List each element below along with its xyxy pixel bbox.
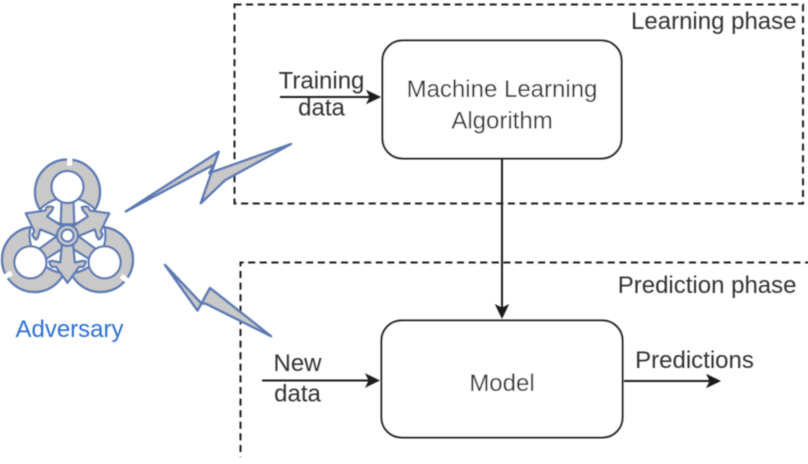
svg-text:Machine Learning: Machine Learning	[407, 76, 598, 103]
svg-text:data: data	[274, 381, 321, 408]
svg-text:Learning phase: Learning phase	[631, 8, 796, 35]
svg-text:Prediction phase: Prediction phase	[618, 272, 797, 299]
svg-text:data: data	[298, 94, 345, 121]
svg-text:Training: Training	[279, 68, 365, 95]
svg-text:Algorithm: Algorithm	[451, 108, 552, 135]
svg-text:Adversary: Adversary	[15, 316, 123, 343]
svg-text:Predictions: Predictions	[635, 347, 754, 374]
svg-text:New: New	[273, 350, 322, 377]
svg-text:Model: Model	[469, 370, 534, 397]
